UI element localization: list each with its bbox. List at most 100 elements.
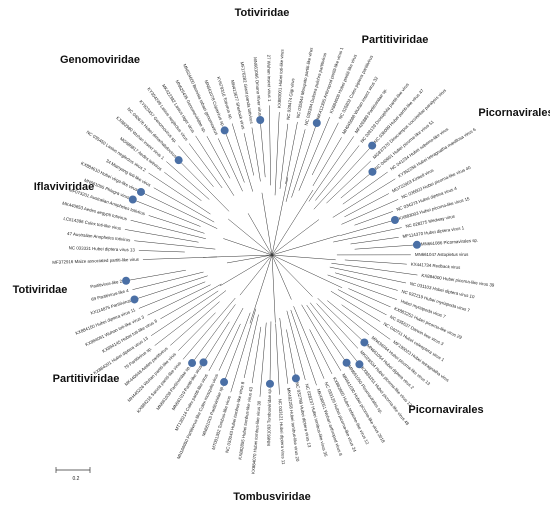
leaf-branch [126,269,186,281]
sequence-marker [360,338,369,347]
leaf-branch [251,127,261,182]
leaf-branch [274,112,280,196]
leaf-branch [269,321,272,384]
leaf-label: MN661066 Omono River virus [253,57,263,117]
leaf-branch [195,135,235,196]
leaf-branch [317,298,365,343]
leaf-branch [150,290,219,336]
leaf-branch [208,307,244,371]
leaf-branch [251,326,262,384]
sequence-marker [368,141,377,150]
leaf-label: MN661093 Tombusviridae sp. [266,388,272,446]
leaf-label: Partitivirus-like 2 [90,279,123,290]
internal-branch [226,254,273,264]
family-label-partitiviridae-left: Partitiviridae [53,373,120,385]
leaf-branch [341,199,399,225]
sequence-marker [136,187,145,196]
leaf-label: MF372916 Maize associated partiti-like v… [52,257,140,265]
leaf-branch [306,304,347,363]
sequence-marker [412,240,421,249]
leaf-branch [231,123,254,192]
leaf-branch [230,308,257,393]
family-label-totiviridae-left: Totiviridae [13,284,68,296]
leaf-branch [298,116,330,191]
sequence-marker [342,358,351,367]
leaf-branch [312,137,342,186]
leaf-branch [182,297,236,360]
leaf-branch [327,300,369,335]
leaf-branch [309,329,333,375]
sequence-marker [291,374,300,383]
leaf-branch [147,284,211,316]
leaf-label: NC 033331 Hubei diptera virus 13 [69,245,136,252]
leaf-label: KX884070 Hubei tombus-like virus 30 [251,400,262,474]
leaf-branch [311,122,339,176]
internal-branch [271,254,292,300]
tree-branches [124,105,418,397]
internal-branch [271,254,336,261]
sequence-marker [368,167,377,176]
leaf-branch [342,171,388,205]
leaf-branch [308,136,355,202]
leaf-branch [279,317,289,384]
leaf-branch [178,159,230,212]
leaf-branch [217,138,243,192]
internal-branch [219,254,273,287]
sequence-marker [122,276,131,285]
leaf-branch [354,244,417,250]
leaf-branch [315,145,360,201]
family-label-totiviridae-top: Totiviridae [235,7,290,19]
leaf-branch [160,283,222,320]
internal-branch [228,218,273,256]
leaf-branch [316,303,359,349]
leaf-branch [218,323,241,371]
leaf-branch [313,145,373,210]
sequence-marker [174,156,183,165]
internal-branch [261,192,273,256]
internal-branch [271,177,289,256]
leaf-label: KX441734 Redback virus [411,262,462,270]
internal-branch [203,254,273,258]
scale-bar: 0.2 [55,467,91,482]
family-label-partitiviridae-top: Partitiviridae [362,34,429,46]
sequence-marker [220,378,229,387]
leaf-branch [154,290,227,346]
leaf-branch [340,171,373,199]
leaf-branch [337,289,387,316]
leaf-branch [269,105,271,186]
leaf-branch [178,312,216,351]
leaf-branch [134,240,216,250]
sequence-marker [265,379,274,388]
internal-branch [271,219,320,256]
leaf-branch [166,161,210,200]
leaf-label: NC 028474 Gigi virus [285,77,295,120]
scale-bar-label: 0.2 [73,476,80,482]
leaf-branch [293,306,325,379]
leaf-branch [148,215,205,234]
leaf-label: 47 Australian Anopheles totivirus [67,231,131,243]
internal-branch [271,254,276,323]
leaf-branch [340,219,396,236]
internal-branch [247,213,273,256]
leaf-branch [344,259,407,265]
leaf-branch [243,314,259,379]
leaf-branch [285,121,298,184]
leaf-branch [164,172,202,201]
leaf-branch [329,266,407,284]
leaf-branch [348,288,391,308]
leaf-branch [301,304,342,371]
leaf-branch [291,122,318,198]
leaf-branch [153,187,215,223]
leaf-branch [330,290,381,322]
leaf-branch [170,301,220,346]
internal-branch [271,254,343,288]
leaf-branch [331,262,418,276]
leaf-branch [279,123,289,189]
leaf-branch [206,136,231,179]
leaf-label: NC 033121 Hubei diptera virus 11 [278,399,287,466]
sequence-marker [256,116,265,125]
internal-branch [271,189,314,256]
internal-branch [223,238,273,256]
sequence-marker [355,360,364,369]
